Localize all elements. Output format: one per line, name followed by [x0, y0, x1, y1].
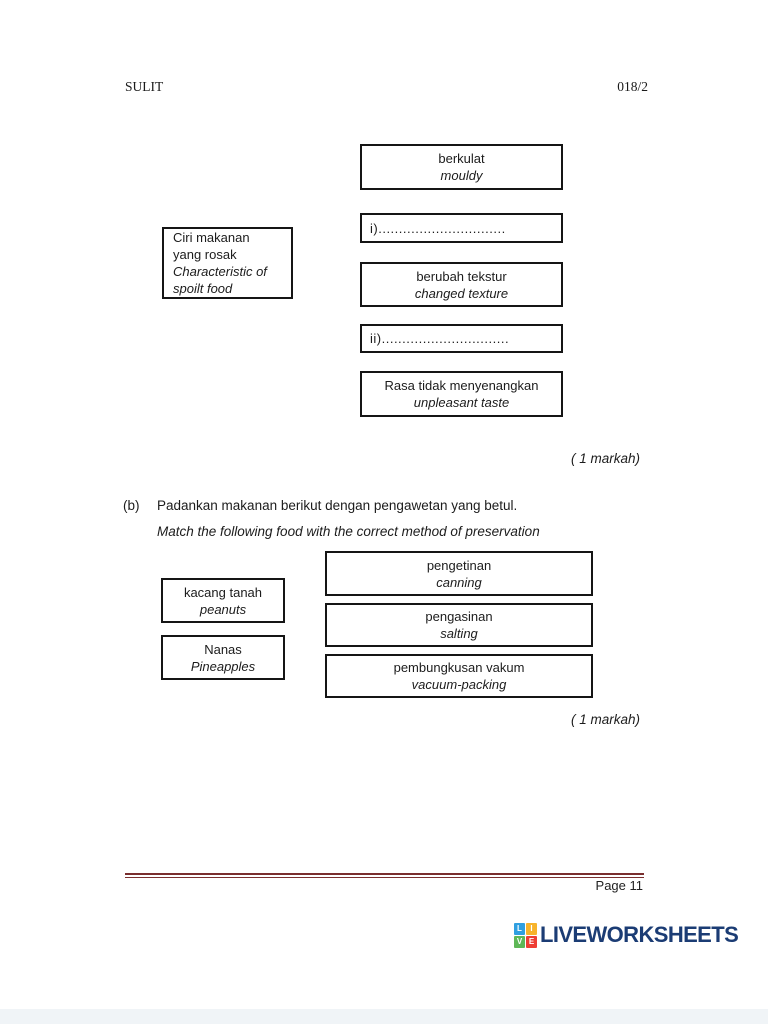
answer-blank-ii[interactable]: ii)...............................	[360, 324, 563, 353]
method-ms: pengasinan	[425, 609, 493, 624]
method-ms: pembungkusan vakum	[393, 660, 525, 675]
source-box-line-ms1: Ciri makanan	[173, 230, 250, 245]
marks-label-b: ( 1 markah)	[570, 712, 640, 727]
food-ms: kacang tanah	[183, 584, 263, 600]
logo-square-i: I	[526, 922, 537, 935]
footer-divider	[125, 873, 644, 878]
bottom-strip	[0, 1009, 768, 1024]
food-ms: Nanas	[204, 641, 242, 657]
characteristic-ms: berubah tekstur	[416, 268, 507, 284]
liveworksheets-logo[interactable]: L I V E LIVEWORKSHEETS	[514, 922, 739, 948]
method-en: vacuum-packing	[411, 677, 507, 692]
header-paper-code: 018/2	[617, 79, 648, 94]
characteristic-en: mouldy	[440, 168, 483, 183]
food-box-peanuts[interactable]: kacang tanah peanuts	[161, 578, 285, 623]
characteristic-en: changed texture	[414, 285, 509, 301]
question-b-text-ms: Padankan makanan berikut dengan pengawet…	[157, 498, 518, 513]
header-confidential-label: SULIT	[125, 79, 164, 94]
food-box-pineapples[interactable]: Nanas Pineapples	[161, 635, 285, 680]
method-en: canning	[436, 574, 482, 590]
logo-square-l: L	[514, 922, 525, 935]
characteristic-ms: Rasa tidak menyenangkan	[384, 378, 539, 393]
method-en: salting	[440, 626, 478, 641]
source-box-line-en1: Characteristic of	[173, 264, 267, 279]
page-number: Page 11	[595, 878, 643, 893]
question-b-label: (b)	[123, 498, 140, 513]
method-box-canning[interactable]: pengetinan canning	[325, 551, 593, 596]
answer-blank-i-text[interactable]: i)...............................	[370, 220, 506, 236]
method-ms: pengetinan	[426, 557, 492, 573]
source-box-line-ms2: yang rosak	[173, 247, 237, 262]
food-en: Pineapples	[190, 658, 256, 674]
characteristic-ms: berkulat	[438, 151, 485, 166]
answer-blank-ii-text[interactable]: ii)...............................	[370, 331, 510, 346]
food-en: peanuts	[199, 601, 247, 617]
characteristic-box-mouldy: berkulat mouldy	[360, 144, 563, 190]
liveworksheets-logo-text: LIVEWORKSHEETS	[540, 922, 739, 947]
method-box-salting[interactable]: pengasinan salting	[325, 603, 593, 647]
answer-blank-i[interactable]: i)...............................	[360, 213, 563, 243]
logo-square-e: E	[526, 935, 537, 948]
marks-label-a: ( 1 markah)	[570, 451, 640, 466]
characteristic-en: unpleasant taste	[413, 395, 510, 410]
characteristic-box-changed-texture: berubah tekstur changed texture	[360, 262, 563, 307]
question-b-text-en: Match the following food with the correc…	[157, 524, 540, 539]
source-box-line-en2: spoilt food	[173, 281, 233, 296]
liveworksheets-logo-icon: L I V E	[514, 922, 537, 948]
spoilt-food-source-box: Ciri makanan yang rosak Characteristic o…	[162, 227, 293, 299]
characteristic-box-unpleasant-taste: Rasa tidak menyenangkan unpleasant taste	[360, 371, 563, 417]
logo-square-v: V	[514, 935, 525, 948]
method-box-vacuum-packing[interactable]: pembungkusan vakum vacuum-packing	[325, 654, 593, 698]
